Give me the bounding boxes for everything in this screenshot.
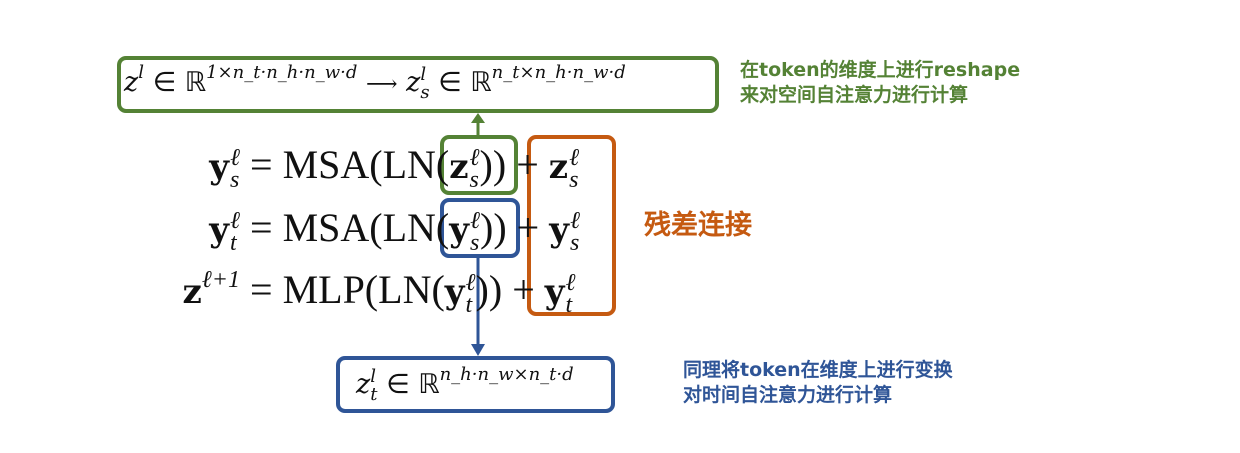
- dims: n_t×n_h·n_w·d: [491, 62, 626, 83]
- spatial-note: 在token的维度上进行reshape 来对空间自注意力进行计算: [740, 58, 1020, 108]
- sup: ℓ: [470, 207, 480, 234]
- sup: ℓ: [230, 207, 240, 234]
- z-symbol: z: [124, 67, 139, 98]
- arg-var: y: [444, 272, 465, 312]
- note-line: 在token的维度上进行reshape: [740, 59, 1021, 81]
- z-s-symbol: z: [406, 67, 421, 98]
- plus: +: [516, 205, 540, 250]
- sub: s: [420, 81, 430, 103]
- reals-symbol: ℝ: [470, 67, 492, 98]
- dims: n_h·n_w×n_t·d: [439, 364, 574, 385]
- plus: +: [516, 142, 539, 187]
- in-symbol: ∈: [438, 67, 462, 98]
- arg-var: z: [449, 147, 469, 187]
- equals: =: [250, 205, 273, 250]
- close-paren: )): [480, 205, 507, 250]
- temporal-note: 同理将token在维度上进行变换 对时间自注意力进行计算: [683, 358, 953, 408]
- spatial-reshape-box: [117, 56, 719, 113]
- sub: s: [569, 166, 579, 193]
- sub: s: [569, 229, 580, 256]
- equals: =: [250, 142, 273, 187]
- sup: ℓ+1: [201, 267, 240, 293]
- plus: +: [512, 267, 535, 312]
- sup: ℓ: [569, 207, 580, 234]
- sup: ℓ: [465, 269, 476, 296]
- sub: t: [230, 229, 237, 256]
- temporal-reshape-box: [336, 356, 615, 413]
- sup: l: [420, 63, 427, 85]
- close-paren: )): [479, 142, 507, 187]
- green-arrow-head: [471, 113, 485, 123]
- sub: s: [469, 166, 479, 193]
- sup: ℓ: [469, 144, 480, 171]
- lhs-var: z: [182, 272, 202, 312]
- equation-lhs: zℓ+1: [182, 265, 240, 315]
- in-symbol: ∈: [152, 67, 177, 98]
- sup: ℓ: [230, 144, 240, 171]
- residual-var: z: [548, 147, 569, 187]
- residual-var: y: [544, 272, 565, 312]
- arrow-icon: ⟶: [365, 72, 398, 97]
- residual-label: 残差连接: [644, 210, 752, 241]
- reals-symbol: ℝ: [184, 67, 207, 98]
- function: MSA(LN(: [282, 205, 450, 250]
- y-s-highlight-box: [440, 198, 520, 258]
- arg-var: y: [449, 210, 469, 250]
- sup: l: [370, 365, 376, 387]
- lhs-var: y: [209, 210, 229, 250]
- sup: ℓ: [565, 269, 576, 296]
- in-symbol: ∈: [386, 369, 410, 400]
- close-paren: )): [475, 267, 503, 312]
- reals-symbol: ℝ: [418, 369, 440, 400]
- function: MLP(LN(: [282, 267, 445, 312]
- sub: t: [465, 291, 473, 318]
- note-line: 同理将token在维度上进行变换: [683, 359, 953, 381]
- blue-arrow-head: [471, 344, 485, 356]
- function: MSA(LN(: [282, 142, 450, 187]
- sub: t: [370, 383, 378, 405]
- sub: s: [470, 229, 480, 256]
- residual-box: [527, 135, 616, 316]
- note-line: 对时间自注意力进行计算: [683, 384, 893, 406]
- z-t-symbol: z: [356, 369, 371, 400]
- sup: ℓ: [569, 144, 580, 171]
- sub: s: [230, 166, 240, 193]
- dims: 1×n_t·n_h·n_w·d: [206, 62, 358, 83]
- lhs-var: y: [209, 147, 229, 187]
- note-line: 来对空间自注意力进行计算: [740, 84, 969, 106]
- sub: t: [565, 291, 573, 318]
- residual-var: y: [549, 210, 569, 250]
- equals: =: [250, 267, 273, 312]
- sup: l: [138, 62, 144, 83]
- z-s-highlight-box: [440, 135, 518, 195]
